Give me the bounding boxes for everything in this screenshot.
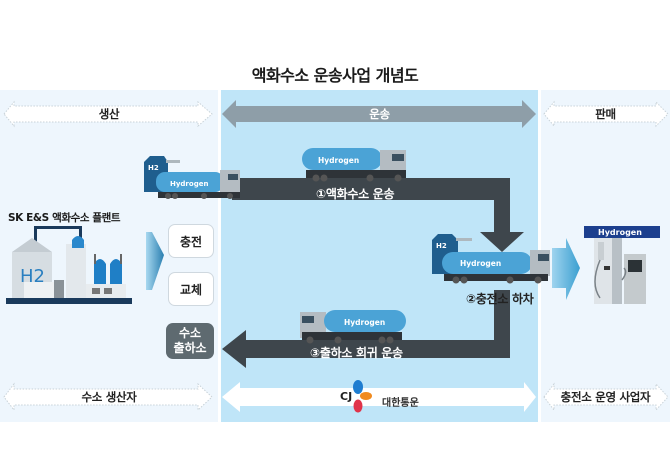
plant-h2-text: H2 <box>20 266 45 287</box>
sales-header-arrow <box>543 100 669 128</box>
svg-text:H2: H2 <box>436 242 447 250</box>
charge-option: 충전 <box>168 224 214 258</box>
cj-red-petal <box>353 399 363 413</box>
route-3-arrow <box>222 290 510 368</box>
production-footer: 수소 생산자 <box>81 390 137 404</box>
route-1-arrow <box>232 178 524 252</box>
sales-footer: 충전소 운영 사업자 <box>560 390 651 404</box>
svg-text:Hydrogen: Hydrogen <box>598 228 642 237</box>
svg-text:H2: H2 <box>148 164 159 172</box>
transport-header-arrow <box>222 100 536 128</box>
svg-text:Hydrogen: Hydrogen <box>460 259 501 268</box>
sales-footer-arrow <box>543 382 669 412</box>
production-footer-arrow <box>3 382 213 412</box>
footer-arrows <box>3 382 669 412</box>
cj-logo-icon: CJ <box>340 380 372 413</box>
diagram-title: 액화수소 운송사업 개념도 <box>251 66 419 85</box>
sales-header: 판매 <box>595 107 616 121</box>
truck-unloading-icon: H2 Hydrogen <box>432 234 550 284</box>
svg-text:Hydrogen: Hydrogen <box>344 318 385 327</box>
route-1-label: ①액화수소 운송 <box>316 187 395 201</box>
production-header-arrow <box>3 100 213 128</box>
cj-letters: CJ <box>340 390 352 403</box>
shipping-terminal-line1: 수소 <box>178 326 202 340</box>
station-flow-arrow <box>552 238 580 300</box>
hydrogen-plant-icon: H2 <box>6 226 132 304</box>
production-header: 생산 <box>98 107 120 121</box>
truck-loading-icon: H2 Hydrogen <box>144 156 240 199</box>
svg-text:Hydrogen: Hydrogen <box>170 180 208 188</box>
cj-blue-petal <box>353 380 363 394</box>
truck-route1-icon: Hydrogen <box>302 148 406 182</box>
svg-text:Hydrogen: Hydrogen <box>318 156 359 165</box>
cj-company-name: 대한통운 <box>382 398 419 409</box>
transport-footer-arrow <box>222 382 536 412</box>
route-3-label: ③출하소 회귀 운송 <box>310 346 403 360</box>
swap-option: 교체 <box>168 272 214 306</box>
plant-flow-arrow <box>146 232 164 290</box>
transport-header: 운송 <box>369 107 390 121</box>
plant-label: SK E&S 액화수소 플랜트 <box>8 212 121 224</box>
cj-orange-petal <box>360 392 372 400</box>
truck-route3-icon: Hydrogen <box>300 310 406 344</box>
hydrogen-station-icon: Hydrogen <box>584 226 660 304</box>
shipping-terminal-line2: 출하소 <box>173 341 207 355</box>
shipping-terminal-option: 수소 출하소 <box>166 323 214 359</box>
header-arrows <box>3 100 669 128</box>
station-sign <box>584 226 660 238</box>
route-2-label: ②충전소 하차 <box>466 292 534 306</box>
